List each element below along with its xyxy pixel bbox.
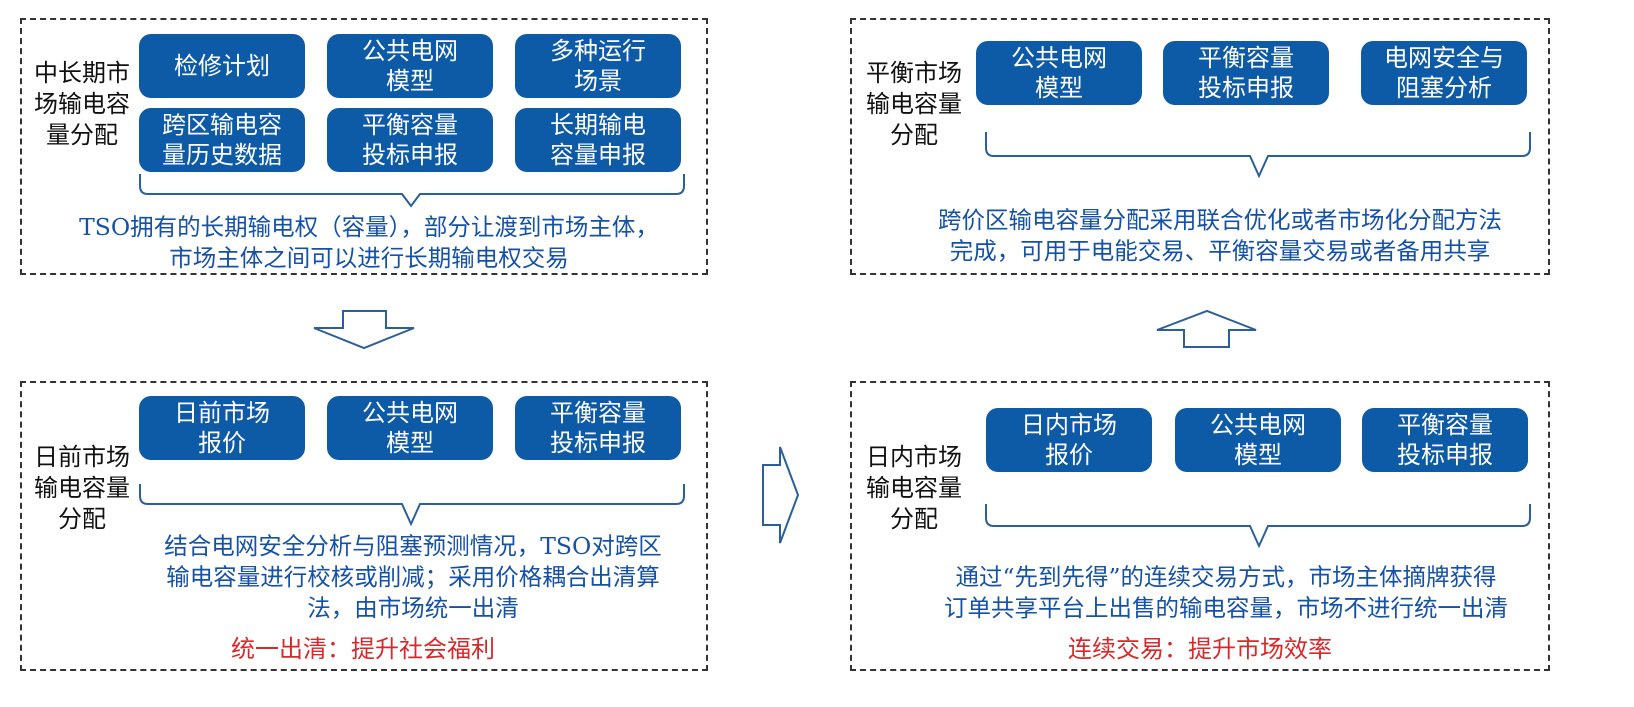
desc-line: 输电容量进行校核或削减；采用价格耦合出清算 [166,563,660,591]
balancing-title: 平衡市场 输电容量 分配 [860,58,968,151]
title-line: 平衡市场 [866,59,962,87]
mid-long-title: 中长期市 场输电容 量分配 [28,58,136,151]
title-line: 场输电容 [34,90,130,118]
arrow-down-icon [313,310,415,350]
box-balancing-bid: 平衡容量 投标申报 [1163,41,1329,105]
box-balancing-bid: 平衡容量 投标申报 [1362,408,1528,472]
box-security-congestion: 电网安全与 阻塞分析 [1361,41,1527,105]
title-line: 日内市场 [866,443,962,471]
box-public-grid-model: 公共电网 模型 [327,396,493,460]
title-line: 分配 [890,505,938,533]
brace [985,132,1531,179]
desc-line: 通过“先到先得”的连续交易方式，市场主体摘牌获得 [955,563,1497,591]
desc-line: 订单共享平台上出售的输电容量，市场不进行统一出清 [944,594,1508,622]
brace [139,484,685,527]
day-ahead-highlight: 统一出清：提升社会福利 [231,635,495,663]
panel-intraday-market [850,381,1550,671]
box-long-term-declaration: 长期输电 容量申报 [515,108,681,172]
brace [139,174,685,208]
mid-long-description: TSO拥有的长期输电权（容量），部分让渡到市场主体， 市场主体之间可以进行长期输… [30,212,708,274]
title-line: 量分配 [46,121,118,149]
balancing-description: 跨价区输电容量分配采用联合优化或者市场化分配方法 完成，可用于电能交易、平衡容量… [890,205,1550,267]
title-line: 分配 [890,121,938,149]
intraday-title: 日内市场 输电容量 分配 [860,442,968,535]
desc-line: 跨价区输电容量分配采用联合优化或者市场化分配方法 [938,206,1502,234]
panel-day-ahead-market [20,381,708,671]
title-line: 输电容量 [866,474,962,502]
brace [985,504,1531,549]
intraday-highlight: 连续交易：提升市场效率 [1068,635,1332,663]
title-line: 输电容量 [34,474,130,502]
box-balancing-bid: 平衡容量 投标申报 [327,108,493,172]
box-public-grid-model: 公共电网 模型 [327,34,493,98]
box-public-grid-model: 公共电网 模型 [1175,408,1341,472]
box-maintenance-plan: 检修计划 [139,34,305,98]
desc-line: 市场主体之间可以进行长期输电权交易 [169,244,569,272]
arrow-up-icon [1156,309,1257,348]
arrow-right-icon [762,446,800,544]
box-historical-data: 跨区输电容 量历史数据 [139,108,305,172]
panel-balancing-market [850,18,1550,275]
desc-line: 完成，可用于电能交易、平衡容量交易或者备用共享 [949,237,1491,265]
intraday-description: 通过“先到先得”的连续交易方式，市场主体摘牌获得 订单共享平台上出售的输电容量，… [890,562,1562,624]
box-balancing-bid: 平衡容量 投标申报 [515,396,681,460]
desc-line: 法，由市场统一出清 [307,594,519,622]
title-line: 日前市场 [34,443,130,471]
title-line: 分配 [58,505,106,533]
title-line: 中长期市 [34,59,130,87]
box-day-ahead-bid: 日前市场 报价 [139,396,305,460]
day-ahead-description: 结合电网安全分析与阻塞预测情况，TSO对跨区 输电容量进行校核或削减；采用价格耦… [130,531,696,624]
box-intraday-bid: 日内市场 报价 [986,408,1152,472]
box-public-grid-model: 公共电网 模型 [976,41,1142,105]
day-ahead-title: 日前市场 输电容量 分配 [28,442,136,535]
desc-line: TSO拥有的长期输电权（容量），部分让渡到市场主体， [79,213,659,241]
title-line: 输电容量 [866,90,962,118]
box-operation-scenarios: 多种运行 场景 [515,34,681,98]
desc-line: 结合电网安全分析与阻塞预测情况，TSO对跨区 [164,532,662,560]
panel-mid-long-term [20,18,708,275]
